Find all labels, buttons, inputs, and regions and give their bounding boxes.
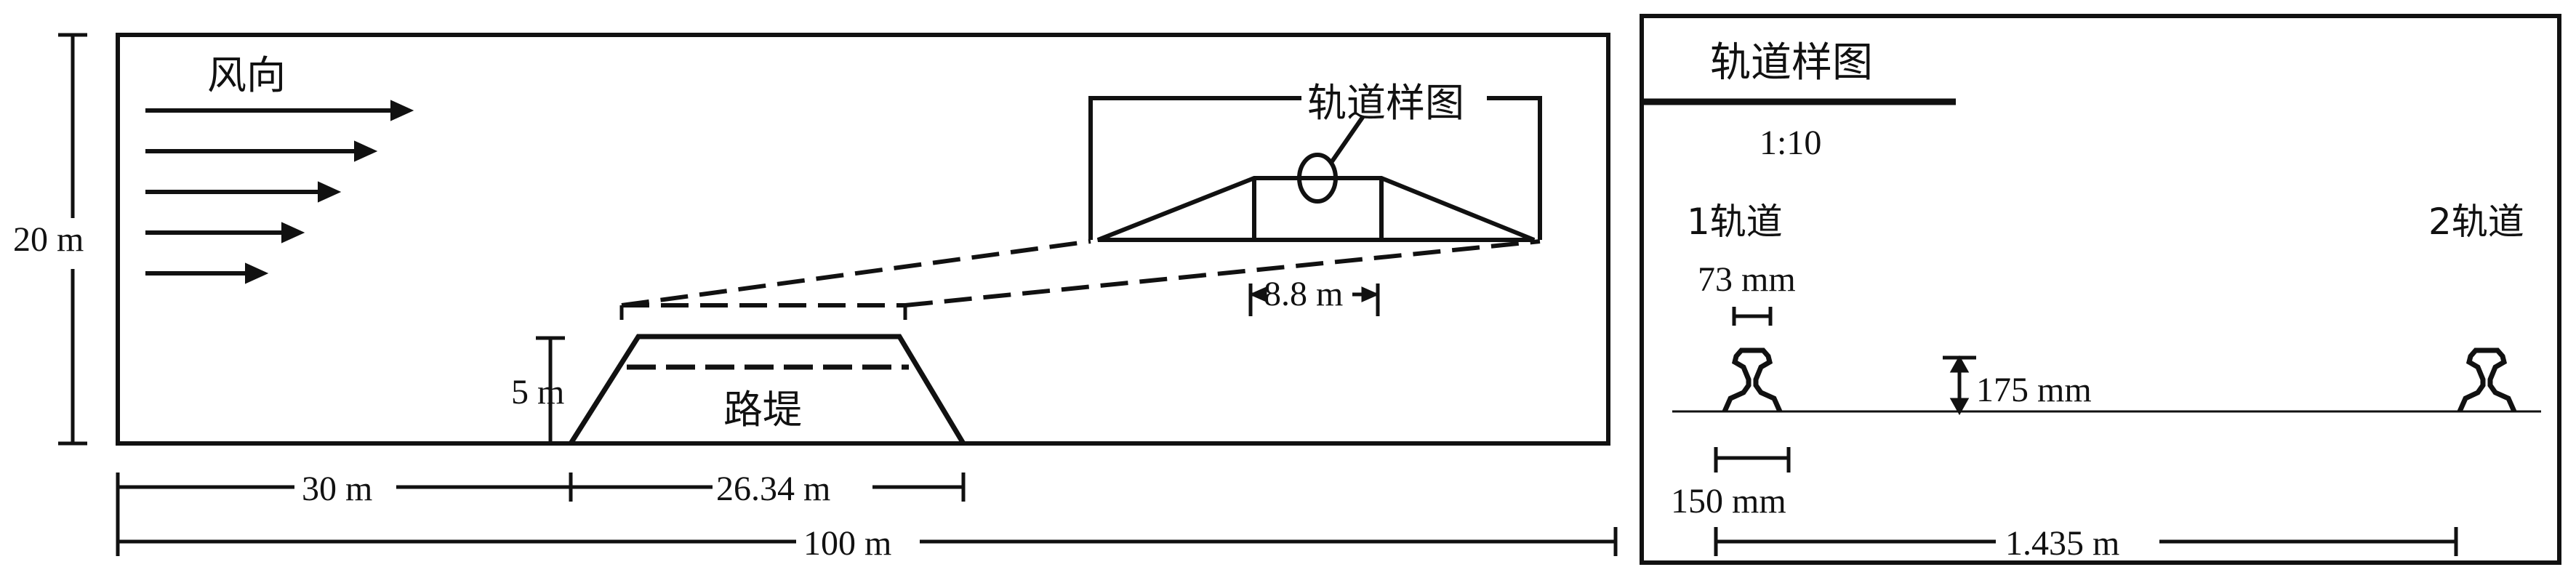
callout-leader [1328,115,1365,165]
wind-arrow-head [318,181,342,203]
rail-2-profile [2457,347,2517,413]
rail-2-label: 2轨道 [2428,201,2524,243]
detail-projection [621,239,1541,307]
offset-dim-label: 30 m [302,470,372,508]
gauge-dim [1714,527,2458,556]
embankment-height-dim [536,336,565,443]
rail-height-dim [1943,355,1976,416]
detail-width-label: 8.8 m [1264,275,1343,313]
track-bed [1096,176,1536,242]
track-sample-inset [1088,96,1542,242]
inset-bracket [1088,96,1301,240]
wind-arrow-head [281,222,305,244]
track-sample-panel: 轨道样图 1:10 1轨道 2轨道 73 mm 175 mm [1640,14,2561,565]
scale-label: 1:10 [1760,124,1821,162]
total-width-dim-label: 100 m [803,524,891,563]
track-sample-title: 轨道样图 [1710,39,1873,87]
bottom-dimensions [116,473,1618,556]
rail-highlight-circle [1297,153,1338,204]
rail-height-label: 175 mm [1976,371,2092,409]
rail-1-label: 1轨道 [1687,201,1783,243]
projection-ticks [619,305,907,320]
embankment-base-dim-label: 26.34 m [716,470,830,508]
detail-width-dim [1248,284,1380,316]
wind-arrow-head [354,140,378,162]
gauge-label: 1.435 m [2005,524,2119,563]
rail-base-width-dim [1714,447,1791,473]
wind-field-frame [116,33,1610,446]
wind-arrows [145,100,414,284]
height-dimension-label: 20 m [13,220,84,259]
inset-bracket [1487,96,1542,240]
embankment [569,334,966,445]
rail-base-width-label: 150 mm [1671,482,1786,520]
wind-field-panel: 20 m 风向 路堤 5 m [13,33,1618,563]
height-dimension [58,33,87,446]
embankment-label: 路堤 [723,387,802,433]
track-sample-callout: 轨道样图 [1307,80,1464,126]
wind-arrow-head [390,100,414,121]
track-sample-frame [1640,14,2561,565]
rail-1-profile [1722,347,1783,413]
wind-arrow-head [245,262,269,284]
embankment-height-label: 5 m [511,373,564,411]
rail-head-width-label: 73 mm [1698,260,1796,299]
wind-direction-label: 风向 [207,52,286,98]
rail-head-width-dim [1732,307,1773,326]
